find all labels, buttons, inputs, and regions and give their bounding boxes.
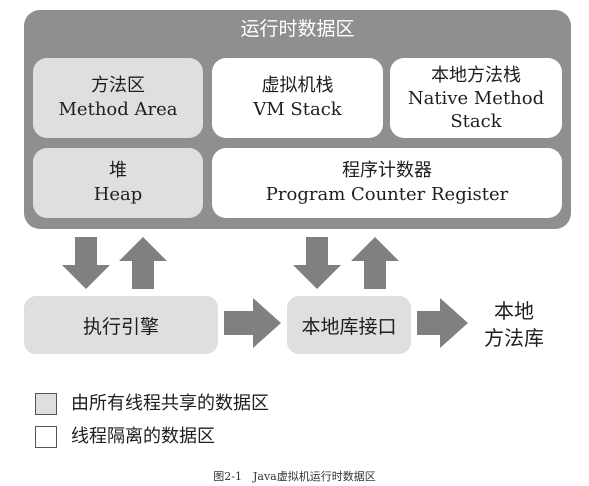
native-library-line1: 本地 xyxy=(494,299,534,323)
legend-shared-label: 由所有线程共享的数据区 xyxy=(71,393,269,414)
vm-stack-label-zh: 虚拟机栈 xyxy=(261,75,334,96)
method-area-label-zh: 方法区 xyxy=(91,75,145,96)
native-library-label: 本地 方法库 xyxy=(472,298,556,352)
runtime-data-area-title: 运行时数据区 xyxy=(240,18,355,40)
native-method-stack-label-en-line1: Native Method xyxy=(407,87,545,109)
heap-region: 堆 Heap xyxy=(33,148,203,218)
up-arrow-from-native-interface xyxy=(351,237,399,289)
legend-isolated-label: 线程隔离的数据区 xyxy=(71,426,215,447)
legend-isolated-swatch xyxy=(35,426,57,448)
program-counter-region: 程序计数器 Program Counter Register xyxy=(212,148,562,218)
heap-label-zh: 堆 xyxy=(109,160,127,181)
native-method-stack-region: 本地方法栈 Native Method Stack xyxy=(390,58,562,138)
down-arrow-to-engine xyxy=(62,237,110,289)
down-arrow-to-native-interface xyxy=(293,237,341,289)
program-counter-label-en: Program Counter Register xyxy=(265,184,509,205)
right-arrow-engine-to-interface xyxy=(224,298,281,348)
vm-stack-region: 虚拟机栈 VM Stack xyxy=(212,58,383,138)
native-library-line2: 方法库 xyxy=(484,326,544,350)
native-interface-label: 本地库接口 xyxy=(301,315,397,338)
vm-stack-label-en: VM Stack xyxy=(253,99,342,120)
legend-shared-swatch xyxy=(35,393,57,415)
heap-label-en: Heap xyxy=(93,184,143,205)
up-arrow-from-engine xyxy=(119,237,167,289)
program-counter-label-zh: 程序计数器 xyxy=(342,160,432,181)
execution-engine-box: 执行引擎 xyxy=(24,296,218,354)
method-area-region: 方法区 Method Area xyxy=(33,58,203,138)
native-interface-box: 本地库接口 xyxy=(287,296,411,354)
figure-caption: 图2-1 Java虚拟机运行时数据区 xyxy=(213,470,376,483)
method-area-label-en: Method Area xyxy=(58,99,178,120)
native-method-stack-label-zh: 本地方法栈 xyxy=(431,64,521,86)
native-method-stack-label-en-line2: Stack xyxy=(450,110,502,132)
right-arrow-interface-to-library xyxy=(417,298,468,348)
execution-engine-label: 执行引擎 xyxy=(82,315,159,338)
